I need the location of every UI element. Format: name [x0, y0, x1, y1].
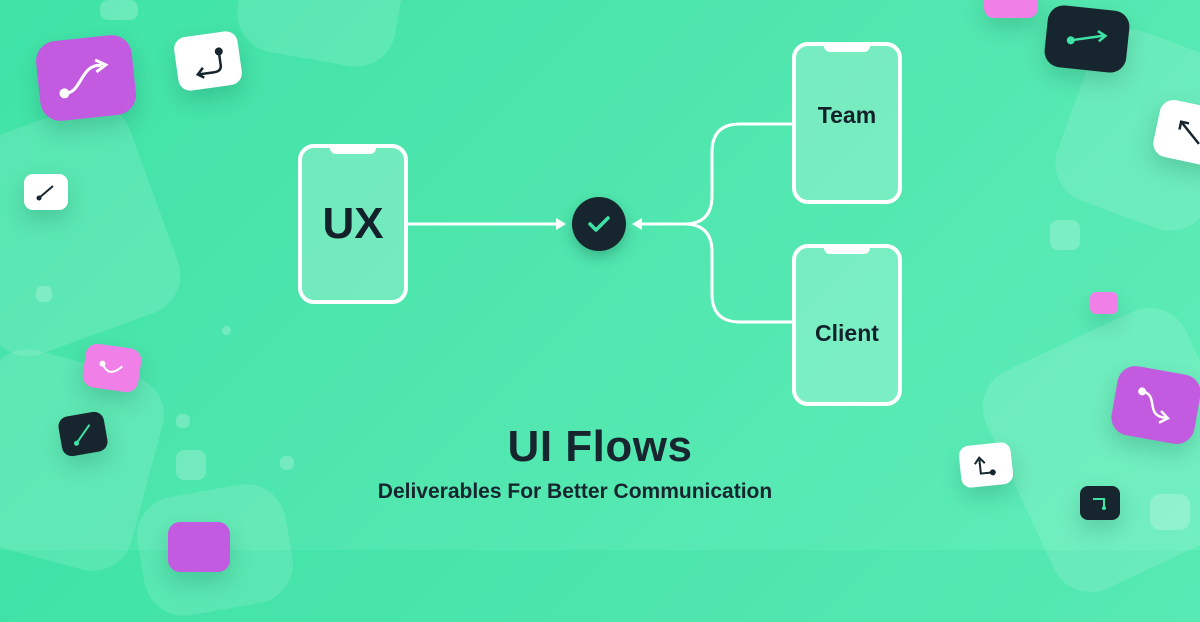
diagonal-line-icon — [56, 410, 110, 458]
check-icon — [572, 197, 626, 251]
phone-notch — [330, 148, 376, 154]
client-label: Client — [815, 319, 879, 346]
ux-phone: UX — [298, 144, 408, 304]
bg-dot — [1150, 494, 1190, 530]
bg-dot — [36, 286, 52, 302]
page-title: UI Flows — [507, 422, 693, 471]
bg-dot — [100, 0, 138, 20]
flow-connectors — [0, 0, 1200, 550]
phone-notch — [824, 46, 870, 52]
curve-arrow-icon — [1108, 363, 1200, 447]
bg-dot — [222, 326, 231, 335]
diagonal-line-icon — [1150, 97, 1200, 169]
page-subtitle: Deliverables For Better Communication — [377, 480, 773, 503]
diagonal-line-icon — [1042, 3, 1132, 75]
bg-dot — [176, 450, 206, 480]
bend-arrow-icon — [957, 441, 1015, 489]
bend-arrow-icon — [172, 29, 244, 93]
bg-dot — [280, 456, 294, 470]
bg-dot — [176, 414, 190, 428]
bend-arrow-icon — [1080, 486, 1120, 520]
curve-arrow-icon — [984, 0, 1038, 18]
ux-label: UX — [322, 199, 384, 248]
curve-arrow-icon — [1090, 292, 1118, 314]
team-phone: Team — [792, 42, 902, 204]
team-label: Team — [817, 101, 877, 128]
bg-dot — [1050, 220, 1080, 250]
curve-arrow-icon — [34, 33, 138, 123]
client-phone: Client — [792, 244, 902, 406]
diagonal-line-icon — [24, 174, 68, 210]
phone-notch — [824, 248, 870, 254]
curve-arrow-icon — [81, 342, 143, 394]
illustration-scene: UX Team Client UI Flows Deliverables For… — [0, 0, 1200, 572]
